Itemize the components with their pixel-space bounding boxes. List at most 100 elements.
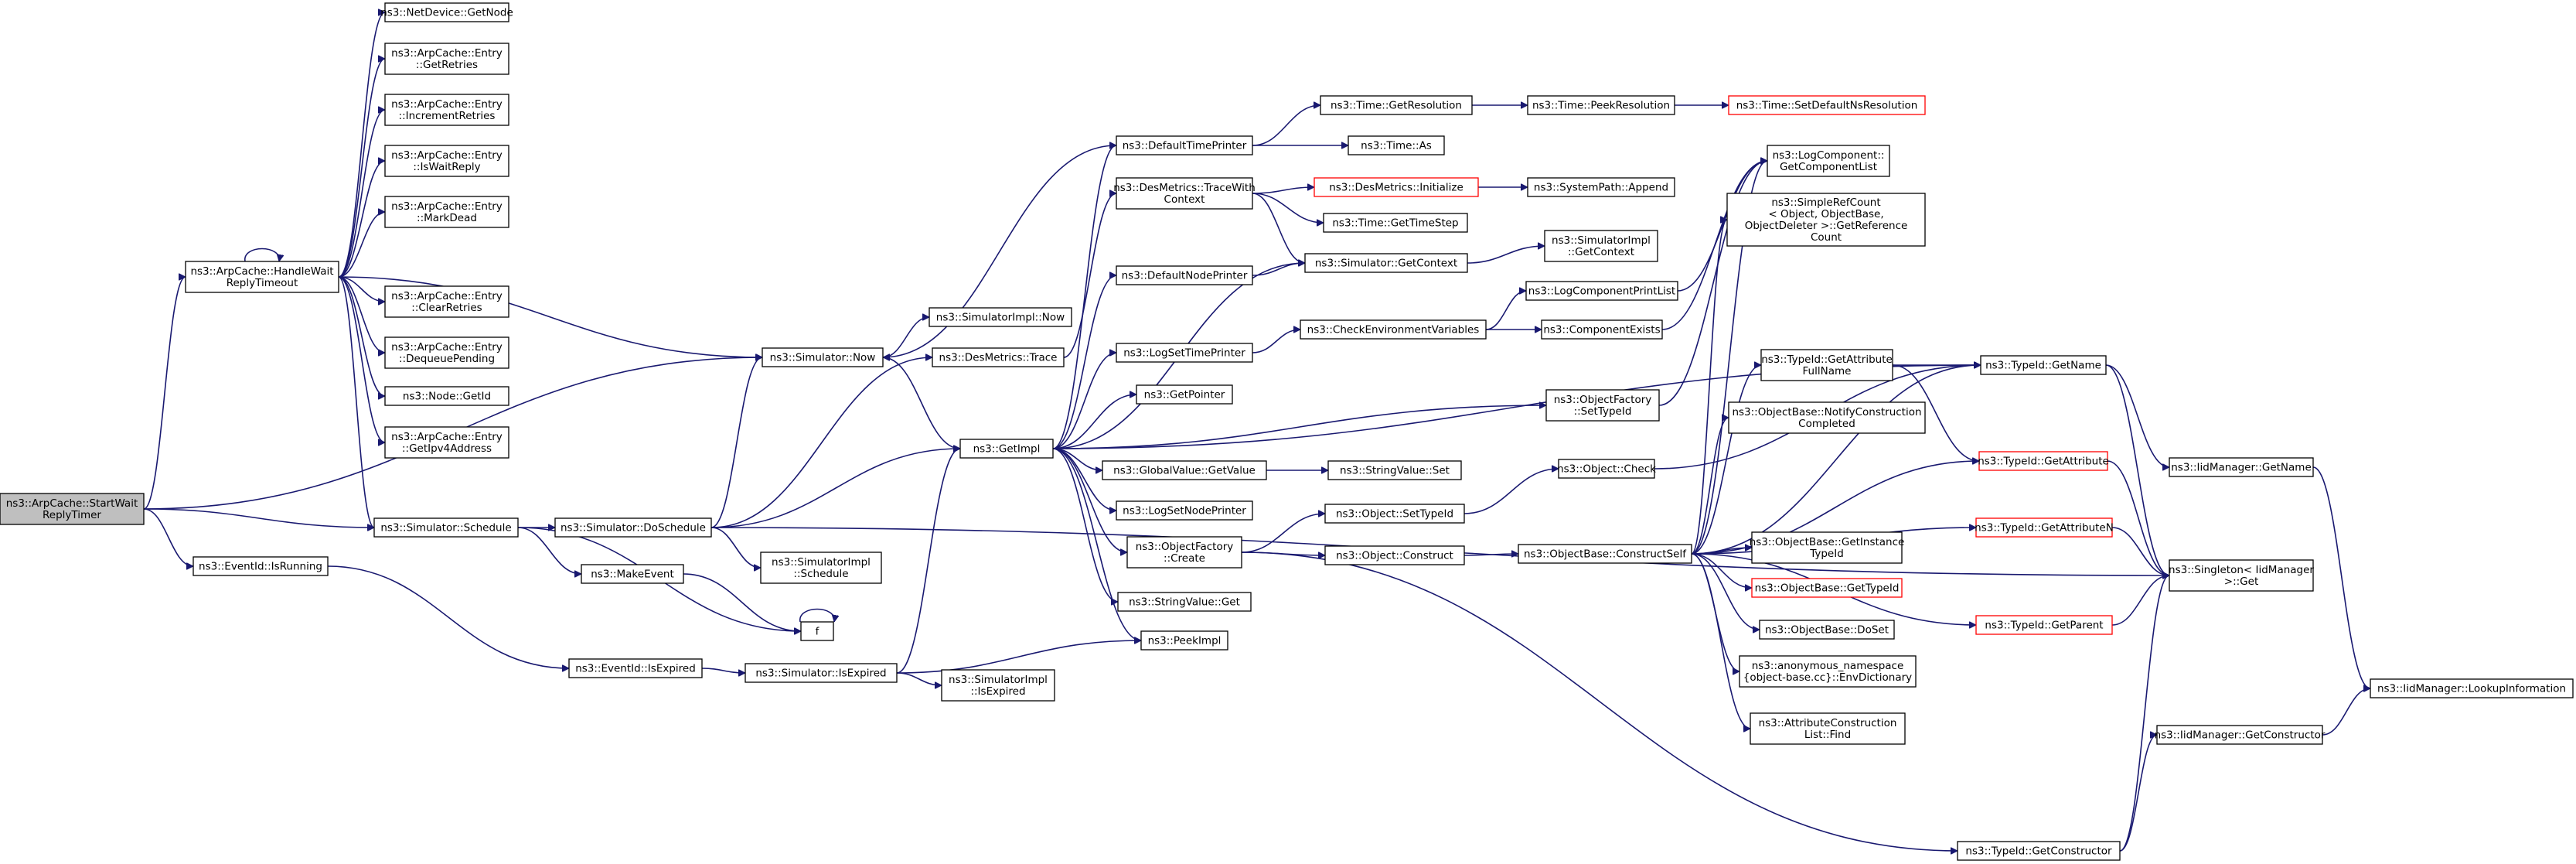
node-getipv4[interactable]: ns3::ArpCache::Entry::GetIpv4Address [384,426,509,459]
node-iidmgrgetname[interactable]: ns3::IidManager::GetName [2169,457,2314,477]
node-box [1116,343,1253,363]
node-f[interactable]: f [800,621,834,641]
node-label: ns3::DefaultTimePrinter [1123,140,1247,152]
node-label: ns3::IidManager::LookupInformation [2377,683,2566,695]
edge-getimpl-to-ofcreate [1052,448,1128,552]
node-checkenv[interactable]: ns3::CheckEnvironmentVariables [1300,319,1487,340]
node-label: ns3::Time::As [1361,140,1432,152]
node-singletonget[interactable]: ns3::Singleton< IidManager >::Get [2169,559,2314,592]
node-obgettypeid[interactable]: ns3::ObjectBase::GetTypeId [1751,578,1903,598]
node-dequeue[interactable]: ns3::ArpCache::Entry::DequeuePending [384,336,509,369]
node-getretries[interactable]: ns3::ArpCache::Entry::GetRetries [384,43,509,75]
node-peekimpl[interactable]: ns3::PeekImpl [1140,630,1228,651]
node-simgetcontext[interactable]: ns3::Simulator::GetContext [1304,253,1468,273]
node-objcheck[interactable]: ns3::Object::Check [1557,459,1656,479]
edge-iidmgrgetctor-to-iidmgrlookup [2322,688,2371,736]
node-simimplschedule[interactable]: ns3::SimulatorImpl::Schedule [760,552,882,584]
node-timegetres[interactable]: ns3::Time::GetResolution [1320,95,1473,115]
node-iswaitreply[interactable]: ns3::ArpCache::Entry::IsWaitReply [384,145,509,177]
node-now[interactable]: ns3::Simulator::Now [762,347,884,367]
node-schedule[interactable]: ns3::Simulator::Schedule [373,517,519,538]
node-logcompgetlist[interactable]: ns3::LogComponent::GetComponentList [1767,145,1890,177]
node-timesetdefault[interactable]: ns3::Time::SetDefaultNsResolution [1728,95,1926,115]
node-strvalget[interactable]: ns3::StringValue::Get [1117,592,1252,612]
edge-tracewithctx-to-desminit [1252,187,1314,194]
node-compexists[interactable]: ns3::ComponentExists [1541,319,1663,340]
node-incretries[interactable]: ns3::ArpCache::Entry::IncrementRetries [384,94,509,126]
node-doschedule[interactable]: ns3::Simulator::DoSchedule [554,517,712,538]
node-clearretries[interactable]: ns3::ArpCache::Entry::ClearRetries [384,285,509,318]
node-label: ns3::Simulator::DoSchedule [561,522,706,534]
node-label: ns3::ArpCache::Entry [391,341,503,353]
node-markdead[interactable]: ns3::ArpCache::Entry::MarkDead [384,196,509,228]
node-typeidgetattr[interactable]: ns3::TypeId::GetAttribute [1978,451,2109,471]
node-iidmgrgetctor[interactable]: ns3::IidManager::GetConstructor [2155,725,2326,745]
node-logcomplistprint[interactable]: ns3::LogComponentPrintList [1525,281,1678,301]
node-simimplnow[interactable]: ns3::SimulatorImpl::Now [929,307,1072,327]
edge-getimpl-to-logsettimeprinter [1052,353,1117,449]
edge-typeidgetname-to-iidmgrgetname [2105,364,2170,467]
node-label: ns3::Simulator::GetContext [1315,258,1457,270]
edge-isrunning-to-isexpired [327,565,569,668]
node-iidmgrlookup[interactable]: ns3::IidManager::LookupInformation [2370,678,2574,698]
node-label: ns3::ObjectBase::NotifyConstruction [1732,406,1921,418]
node-obnotify[interactable]: ns3::ObjectBase::NotifyConstructionCompl… [1728,401,1926,434]
node-isrunning[interactable]: ns3::EventId::IsRunning [193,556,329,576]
node-simimplisexpired[interactable]: ns3::SimulatorImpl::IsExpired [941,669,1055,702]
node-deftimeprinter[interactable]: ns3::DefaultTimePrinter [1116,135,1253,155]
node-label: ns3::SimulatorImpl::Now [936,312,1065,324]
node-timegettimestep[interactable]: ns3::Time::GetTimeStep [1323,213,1468,233]
node-label: ns3::LogComponent:: [1773,149,1885,162]
edge-obconstructself-to-simplerefcount [1691,220,1728,555]
node-getimpl[interactable]: ns3::GetImpl [959,439,1054,459]
node-getnode[interactable]: ns3::NetDevice::GetNode [380,2,513,22]
node-desmtrace[interactable]: ns3::DesMetrics::Trace [932,347,1065,367]
node-objsettypeid[interactable]: ns3::Object::SetTypeId [1324,504,1465,524]
node-typeidgetattrn[interactable]: ns3::TypeId::GetAttributeN [1975,517,2114,538]
edge-typeidgetattrfull-to-typeidgetattr [1892,364,1979,461]
node-logsettimeprinter[interactable]: ns3::LogSetTimePrinter [1116,343,1253,363]
node-box [568,658,703,678]
node-simisexpired[interactable]: ns3::Simulator::IsExpired [745,663,898,683]
node-typeidgetname[interactable]: ns3::TypeId::GetName [1980,355,2107,375]
node-gvgetvalue[interactable]: ns3::GlobalValue::GetValue [1102,460,1267,480]
node-syspathappend[interactable]: ns3::SystemPath::Append [1527,177,1675,197]
node-box [193,556,329,576]
node-box [1314,177,1479,197]
node-typeidgetparent[interactable]: ns3::TypeId::GetParent [1975,615,2113,635]
node-box [2370,678,2574,698]
node-timeas[interactable]: ns3::Time::As [1348,135,1445,155]
node-simimplgetctx[interactable]: ns3::SimulatorImpl::GetContext [1544,230,1658,262]
node-box [1117,592,1252,612]
node-logsetnodeprinter[interactable]: ns3::LogSetNodePrinter [1116,500,1253,521]
node-simplerefcount[interactable]: ns3::SimpleRefCount< Object, ObjectBase,… [1726,193,1926,247]
node-box [384,386,509,406]
node-typeidgetctor[interactable]: ns3::TypeId::GetConstructor [1957,841,2121,861]
node-obconstructself[interactable]: ns3::ObjectBase::ConstructSelf [1518,544,1692,564]
node-ofcreate[interactable]: ns3::ObjectFactory::Create [1126,536,1242,569]
node-label: ns3::ArpCache::Entry [391,290,503,302]
node-strvalset[interactable]: ns3::StringValue::Set [1327,460,1462,480]
node-objconstruct[interactable]: ns3::Object::Construct [1324,545,1465,565]
node-defnodeprinter[interactable]: ns3::DefaultNodePrinter [1116,265,1253,285]
node-timepeekres[interactable]: ns3::Time::PeekResolution [1527,95,1675,115]
node-label: ns3::ArpCache::Entry [391,431,503,443]
node-ofsettypeid[interactable]: ns3::ObjectFactory::SetTypeId [1545,389,1660,422]
node-isexpired[interactable]: ns3::EventId::IsExpired [568,658,703,678]
node-box [0,493,145,525]
node-makeevent[interactable]: ns3::MakeEvent [581,564,684,584]
node-label: ns3::SimulatorImpl [1552,234,1651,247]
node-getpointer[interactable]: ns3::GetPointer [1136,384,1233,405]
node-desminit[interactable]: ns3::DesMetrics::Initialize [1314,177,1479,197]
node-anonenv[interactable]: ns3::anonymous_namespace{object-base.cc}… [1739,655,1917,688]
node-label: ns3::AttributeConstruction [1759,717,1897,729]
node-obdoset[interactable]: ns3::ObjectBase::DoSet [1759,620,1895,640]
node-nodegetid[interactable]: ns3::Node::GetId [384,386,509,406]
node-label: ns3::SimpleRefCount [1771,196,1880,209]
